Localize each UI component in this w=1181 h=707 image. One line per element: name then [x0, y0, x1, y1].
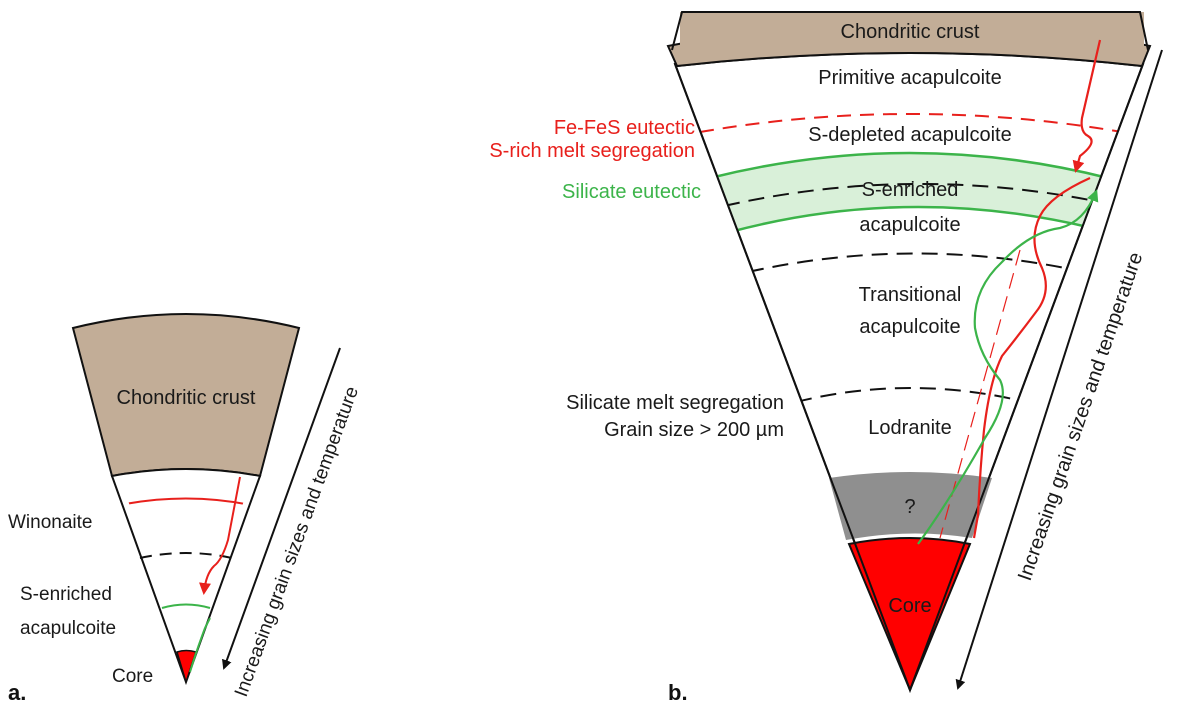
- panel-a-winonaite-label: Winonaite: [8, 512, 93, 533]
- panel-a-gradient-arrow: [222, 347, 341, 670]
- panel-b-dashed-boundary-2: [747, 252, 1076, 273]
- panel-b-sulfide-path: [1072, 39, 1102, 173]
- panel-b-core-label: Core: [888, 595, 931, 617]
- panel-b-crust-outline: [671, 11, 1149, 51]
- panel-b-fe-fes-boundary: [699, 113, 1123, 133]
- panel-b-transitional-label: Transitional: [859, 284, 962, 306]
- panel-a-interior: [110, 468, 262, 685]
- panel-a-crust-label: Chondritic crust: [117, 387, 256, 409]
- panel-b-dashed-boundary-1: [723, 183, 1101, 207]
- panel-b-fe-fes-label: Fe-FeS eutectic: [554, 117, 695, 139]
- panel-b-s-rich-label: S-rich melt segregation: [489, 140, 695, 162]
- panel-a-core-label: Core: [112, 666, 153, 687]
- panel-b-core: [847, 537, 972, 693]
- panel-a-dashed-boundary: [139, 552, 233, 559]
- panel-b-crust-top: [680, 12, 1144, 50]
- panel-b-s-enriched-label-2: acapulcoite: [859, 214, 960, 236]
- panel-b-letter: b.: [668, 680, 688, 705]
- panel-b-silicate-melt-label: Silicate melt segregation: [566, 392, 784, 414]
- panel-b: Chondritic crust Primitive acapulcoite S…: [489, 11, 1163, 705]
- panel-b-lodranite-label: Lodranite: [868, 417, 951, 439]
- panel-b-s-enriched-label: S-enriched: [862, 179, 959, 201]
- panel-a-s-enriched-label: S-enriched: [20, 584, 112, 605]
- panel-b-transitional-label-2: acapulcoite: [859, 316, 960, 338]
- panel-b-unknown-layer: [829, 472, 992, 540]
- panel-b-primitive-label: Primitive acapulcoite: [818, 67, 1001, 89]
- panel-a-acapulcoite-label: acapulcoite: [20, 618, 116, 639]
- panel-a: Chondritic crust Winonaite S-enriched ac…: [8, 313, 363, 705]
- panel-b-silicate-eutectic-label: Silicate eutectic: [562, 181, 701, 203]
- panel-a-silicate-path: [189, 617, 211, 673]
- panel-b-gradient-arrow: [955, 49, 1163, 690]
- panel-a-fe-fes-boundary: [119, 497, 252, 506]
- panel-b-unknown-label: ?: [904, 496, 915, 518]
- panel-b-dashed-boundary-3: [795, 387, 1027, 403]
- panel-b-wedge-outline: [674, 63, 1144, 693]
- panel-a-letter: a.: [8, 680, 26, 705]
- panel-a-silicate-boundary: [161, 603, 211, 609]
- panel-a-sulfide-path: [199, 476, 241, 595]
- panel-b-silicate-path: [917, 189, 1099, 545]
- panel-b-silicate-boundary-bottom: [729, 205, 1093, 234]
- panel-b-s-depleted-label: S-depleted acapulcoite: [808, 124, 1011, 146]
- panel-b-grain-size-label: Grain size > 200 µm: [604, 419, 784, 441]
- panel-b-crust-label: Chondritic crust: [841, 21, 980, 43]
- panel-b-silicate-boundary-top: [709, 151, 1109, 180]
